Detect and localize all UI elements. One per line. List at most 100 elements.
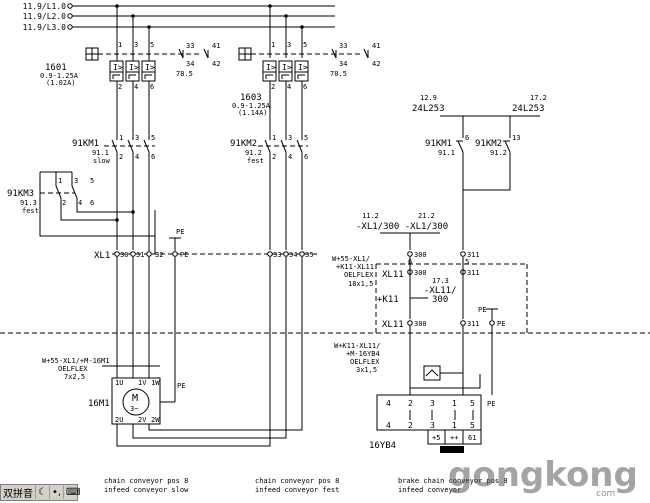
motor-wiring: W+55-XL1/+M-16M1 OELFLEX 7x2,5 xyxy=(42,257,303,447)
terminal-strip-xl1: XL1 30 31 32 PE 33 34 35 PE xyxy=(94,210,318,261)
svg-text:3~: 3~ xyxy=(130,405,138,413)
svg-text:4: 4 xyxy=(386,399,391,408)
contactor-id: 91KM2 xyxy=(230,139,257,149)
svg-text:6: 6 xyxy=(304,153,308,161)
svg-text:300: 300 xyxy=(414,251,427,259)
svg-text:4: 4 xyxy=(78,199,82,207)
supply-label-left: 24L253 xyxy=(412,104,445,114)
moon-icon[interactable]: ☾ xyxy=(36,486,50,499)
svg-text:7x2,5: 7x2,5 xyxy=(64,373,85,381)
breaker-rating: 0.9-1.25A xyxy=(232,102,271,110)
breaker-rating: 0.9-1.25A xyxy=(40,72,79,80)
svg-text:1: 1 xyxy=(118,41,122,49)
bus-label-l2: 11.9/L2.0 xyxy=(23,12,67,21)
ime-toolbar[interactable]: 双拼音 ☾ •, ⌨ xyxy=(0,484,80,501)
svg-text:2U: 2U xyxy=(115,416,123,424)
contactor-id: 91KM3 xyxy=(7,189,34,199)
svg-text:I>: I> xyxy=(298,63,308,72)
svg-text:PE: PE xyxy=(177,382,185,390)
caption-col2-line2: infeed conveyor fest xyxy=(255,486,339,494)
svg-text:5: 5 xyxy=(465,258,469,266)
bus-label-l3: 11.9/L3.0 xyxy=(23,23,67,32)
svg-text:+5: +5 xyxy=(432,434,440,442)
svg-text:3: 3 xyxy=(288,134,292,142)
svg-text:30: 30 xyxy=(120,251,128,259)
svg-text:fest: fest xyxy=(247,157,264,165)
svg-text:5: 5 xyxy=(304,134,308,142)
brake-coil-icon xyxy=(440,446,464,453)
svg-text:21.2: 21.2 xyxy=(418,212,435,220)
control-terminals-xl11: 11.2 21.2 -XL1/300 -XL1/300 300 311 6 5 … xyxy=(332,212,528,333)
svg-text:61: 61 xyxy=(468,434,476,442)
svg-text:5: 5 xyxy=(151,134,155,142)
svg-text:17.3: 17.3 xyxy=(432,277,449,285)
k11-label: +K11 xyxy=(377,295,399,305)
svg-text:PE: PE xyxy=(176,228,184,236)
svg-text:slow: slow xyxy=(93,157,111,165)
svg-text:91.3: 91.3 xyxy=(20,199,37,207)
svg-text:34: 34 xyxy=(339,60,347,68)
svg-text:6: 6 xyxy=(303,83,307,91)
svg-text:35: 35 xyxy=(305,251,313,259)
supply-label-right: 24L253 xyxy=(512,104,545,114)
bus-label-l1: 11.9/L1.0 xyxy=(23,2,67,11)
svg-text:2: 2 xyxy=(271,83,275,91)
svg-text:3x1,5: 3x1,5 xyxy=(356,366,377,374)
svg-text:5: 5 xyxy=(470,399,475,408)
supply-bus: 11.9/L1.0 11.9/L2.0 11.9/L3.0 xyxy=(23,2,335,58)
svg-text:17.2: 17.2 xyxy=(530,94,547,102)
svg-text:2W: 2W xyxy=(151,416,160,424)
svg-text:PE: PE xyxy=(478,306,486,314)
svg-text:+M-16YB4: +M-16YB4 xyxy=(346,350,380,358)
svg-text:I>: I> xyxy=(113,63,123,72)
svg-text:311: 311 xyxy=(467,320,480,328)
svg-text:1V: 1V xyxy=(138,379,147,387)
svg-text:1: 1 xyxy=(271,41,275,49)
svg-text:5: 5 xyxy=(470,421,475,430)
cable-tag: W+55-XL1/ xyxy=(332,255,370,263)
motor-breaker-1601: I> I> I> 1 3 5 2 4 6 1601 0.9-1.25A (1.0… xyxy=(40,41,220,140)
svg-text:PE: PE xyxy=(180,251,188,259)
motor-breaker-1603: I> I> I> 1 3 5 2 4 6 1603 0.9-1.25A (1.1… xyxy=(232,41,380,140)
punctuation-toggle[interactable]: •, xyxy=(50,486,65,499)
ime-mode-label[interactable]: 双拼音 xyxy=(1,486,36,500)
svg-text:4: 4 xyxy=(287,83,291,91)
bus-terminal-l3 xyxy=(67,24,73,30)
svg-text:300: 300 xyxy=(414,320,427,328)
contactor-91km2: 91KM2 91.2 fest 1 3 5 2 4 6 xyxy=(230,134,308,250)
svg-text:3: 3 xyxy=(135,134,139,142)
svg-text:41: 41 xyxy=(372,42,380,50)
cable-tag: W+55-XL1/+M-16M1 xyxy=(42,357,109,365)
svg-text:2: 2 xyxy=(118,83,122,91)
svg-text:41: 41 xyxy=(212,42,220,50)
aux-ref: 78.5 xyxy=(176,70,193,78)
motor-icon xyxy=(122,388,150,416)
svg-text:1: 1 xyxy=(58,177,62,185)
svg-text:6: 6 xyxy=(90,199,94,207)
svg-text:I>: I> xyxy=(145,63,155,72)
svg-text:I>: I> xyxy=(282,63,292,72)
svg-text:2: 2 xyxy=(272,153,276,161)
svg-text:91.2: 91.2 xyxy=(245,149,262,157)
svg-text:13: 13 xyxy=(512,134,520,142)
keyboard-icon[interactable]: ⌨ xyxy=(66,487,81,498)
brake-16yb4: W+K11-XL11/ +M-16YB4 OELFLEX 3x1,5 4 2 3… xyxy=(334,326,495,453)
svg-text:5: 5 xyxy=(303,41,307,49)
svg-text:311: 311 xyxy=(467,251,480,259)
breaker-setting: (1.14A) xyxy=(238,109,268,117)
svg-text:91.2: 91.2 xyxy=(490,149,507,157)
svg-text:1: 1 xyxy=(119,134,123,142)
svg-text:OELFLEX: OELFLEX xyxy=(350,358,380,366)
svg-text:PE: PE xyxy=(497,320,505,328)
svg-text:42: 42 xyxy=(212,60,220,68)
svg-text:1: 1 xyxy=(452,399,457,408)
terminal-strip-label: XL1 xyxy=(94,251,110,261)
svg-text:3: 3 xyxy=(430,399,435,408)
svg-text:6: 6 xyxy=(465,134,469,142)
svg-text:34: 34 xyxy=(289,251,297,259)
xl1-300-ref: -XL1/300 -XL1/300 xyxy=(356,222,448,232)
svg-text:1U: 1U xyxy=(115,379,123,387)
breaker-id: 1603 xyxy=(240,93,262,103)
watermark-brand: gongkong xyxy=(448,455,638,495)
